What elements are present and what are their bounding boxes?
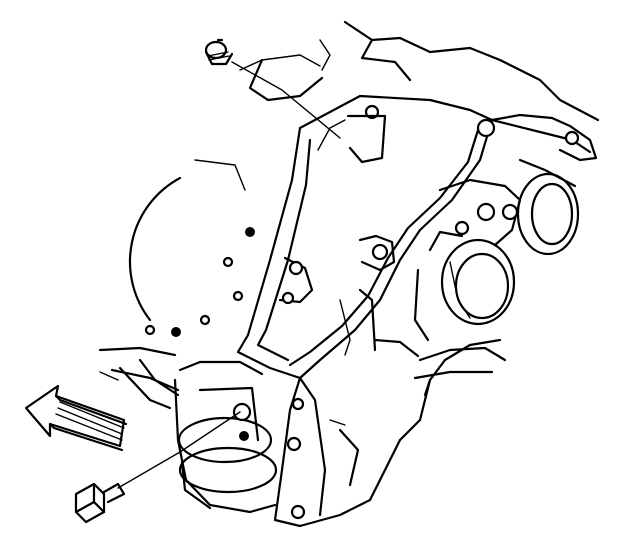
threaded-stud-icon [204, 38, 234, 66]
bolt-alignment-line [117, 411, 241, 489]
front-seal-housing [173, 360, 360, 520]
timing-cover-body [236, 94, 598, 528]
removal-direction-arrow-icon [24, 384, 128, 452]
lower-bracket-arm [413, 346, 507, 397]
engine-block-top-outline [239, 20, 600, 122]
crankshaft-bore-housing [413, 158, 580, 342]
stud-alignment-line [231, 61, 341, 139]
oil-pan-rail [98, 346, 180, 410]
cylinder-bore-outline [128, 159, 255, 337]
flanged-bolt-icon [74, 482, 126, 524]
cover-left-bosses [278, 234, 420, 358]
